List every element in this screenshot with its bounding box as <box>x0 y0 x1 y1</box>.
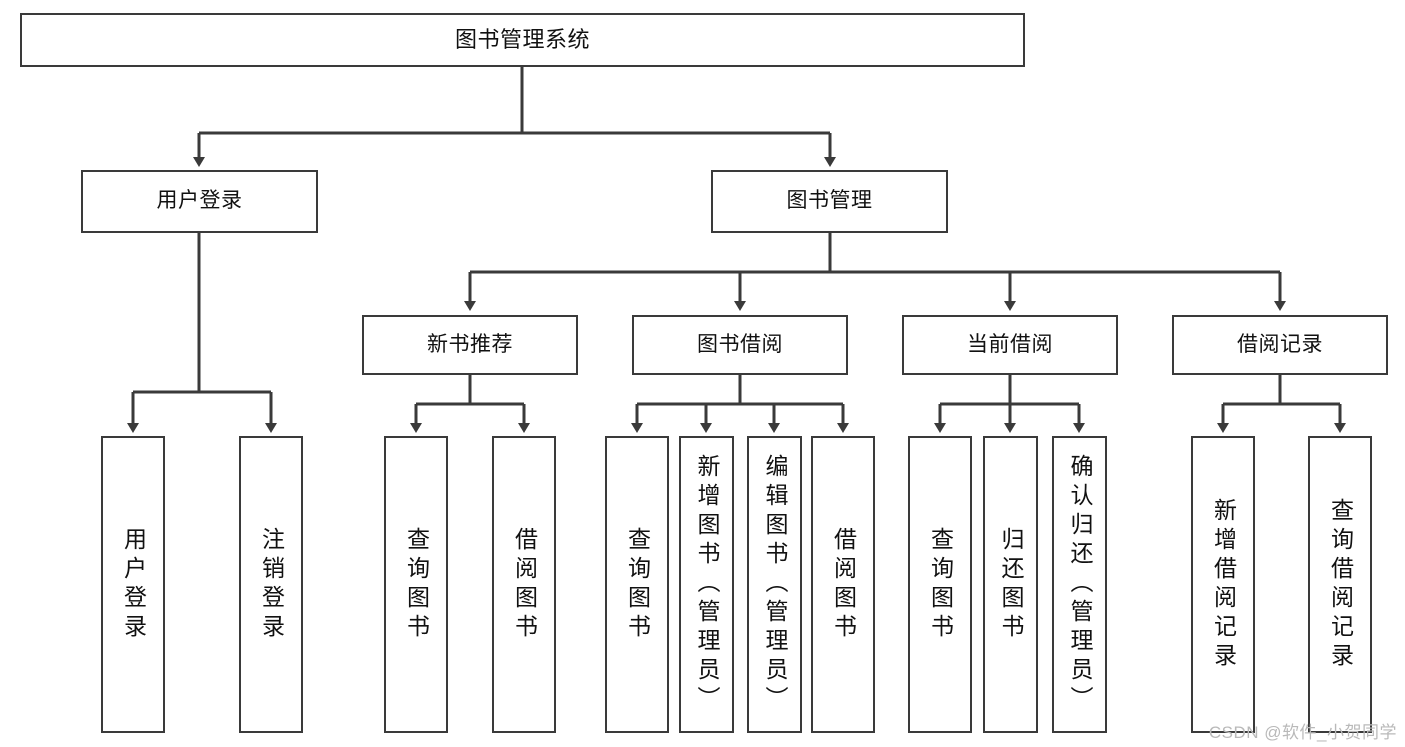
node-label: 注销登录 <box>258 526 285 643</box>
node-label: 借阅图书 <box>511 526 538 643</box>
node-label: 查询借阅记录 <box>1327 497 1354 672</box>
leaf-current-borrow-confirm-return-admin[interactable]: 确认归还（管理员） <box>1052 436 1107 733</box>
node-label: 用户登录 <box>156 189 243 213</box>
leaf-current-borrow-return-book[interactable]: 归还图书 <box>983 436 1038 733</box>
node-label: 新增图书（管理员） <box>694 454 720 715</box>
node-user-login[interactable]: 用户登录 <box>81 170 318 233</box>
watermark: CSDN @软件_小贺同学 <box>1208 723 1397 742</box>
node-label: 用户登录 <box>120 526 147 643</box>
node-book-management[interactable]: 图书管理 <box>711 170 948 233</box>
node-label: 新增借阅记录 <box>1210 497 1237 672</box>
node-label: 归还图书 <box>998 526 1024 643</box>
node-label: 查询图书 <box>927 526 954 643</box>
node-label: 借阅记录 <box>1237 332 1323 356</box>
node-label: 图书管理 <box>786 189 873 213</box>
leaf-new-book-borrow-book[interactable]: 借阅图书 <box>492 436 556 733</box>
leaf-book-borrow-add-book-admin[interactable]: 新增图书（管理员） <box>679 436 734 733</box>
node-label: 图书管理系统 <box>454 27 590 53</box>
node-borrow-record[interactable]: 借阅记录 <box>1172 315 1388 375</box>
node-label: 图书借阅 <box>697 332 783 356</box>
leaf-borrow-record-query-record[interactable]: 查询借阅记录 <box>1308 436 1372 733</box>
leaf-book-borrow-borrow-book[interactable]: 借阅图书 <box>811 436 875 733</box>
node-label: 借阅图书 <box>830 526 857 643</box>
leaf-user-login-logout[interactable]: 注销登录 <box>239 436 303 733</box>
node-label: 编辑图书（管理员） <box>762 454 788 715</box>
leaf-borrow-record-add-record[interactable]: 新增借阅记录 <box>1191 436 1255 733</box>
leaf-current-borrow-query-book[interactable]: 查询图书 <box>908 436 972 733</box>
node-root-book-management-system[interactable]: 图书管理系统 <box>20 13 1025 67</box>
leaf-book-borrow-query-book[interactable]: 查询图书 <box>605 436 669 733</box>
node-label: 查询图书 <box>624 526 651 643</box>
node-current-borrow[interactable]: 当前借阅 <box>902 315 1118 375</box>
node-label: 确认归还（管理员） <box>1067 454 1093 715</box>
node-label: 当前借阅 <box>967 332 1053 356</box>
leaf-book-borrow-edit-book-admin[interactable]: 编辑图书（管理员） <box>747 436 802 733</box>
node-book-borrow[interactable]: 图书借阅 <box>632 315 848 375</box>
node-label: 新书推荐 <box>427 332 513 356</box>
leaf-user-login-login[interactable]: 用户登录 <box>101 436 165 733</box>
node-label: 查询图书 <box>403 526 430 643</box>
node-new-book-recommend[interactable]: 新书推荐 <box>362 315 578 375</box>
leaf-new-book-query-book[interactable]: 查询图书 <box>384 436 448 733</box>
